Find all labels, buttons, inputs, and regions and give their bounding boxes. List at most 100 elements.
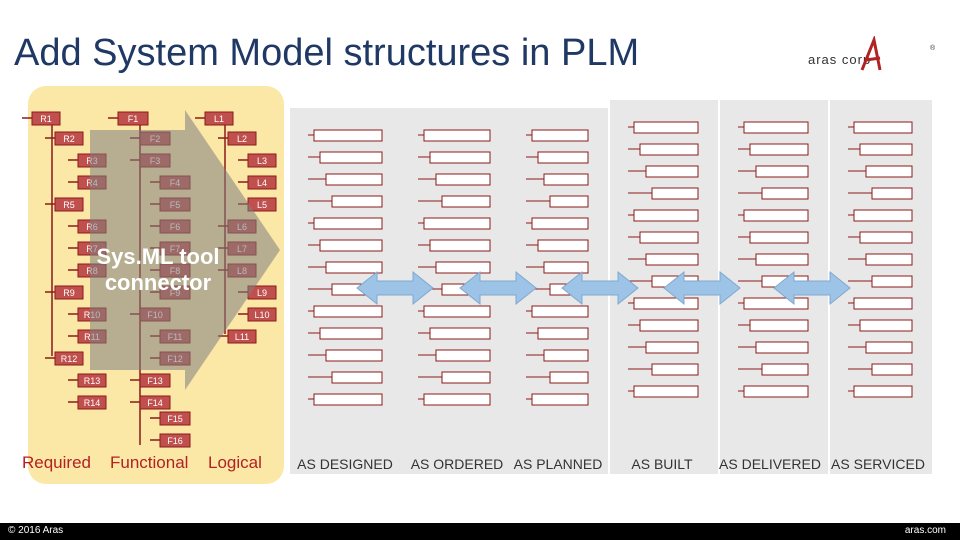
structure-item: [755, 341, 809, 354]
structure-item: [531, 305, 589, 318]
node-label: L3: [257, 156, 267, 166]
structure-item: [429, 151, 491, 164]
structure-item: [859, 231, 913, 244]
structure-item: [639, 143, 699, 156]
structure-item: [543, 173, 589, 186]
node-label: L1: [214, 114, 224, 124]
structure-item: [651, 187, 699, 200]
structure-item: [743, 121, 809, 134]
structure-item: [537, 151, 589, 164]
log-node-l11[interactable]: L11: [218, 329, 257, 344]
structure-item: [761, 187, 809, 200]
log-node-l1[interactable]: L1: [195, 111, 234, 126]
aras-logo: aras corp ®: [800, 34, 940, 76]
node-label: L2: [237, 134, 247, 144]
column-label: AS DESIGNED: [297, 456, 393, 472]
structure-item: [865, 341, 913, 354]
structure-item: [543, 349, 589, 362]
structure-item: [319, 327, 383, 340]
column-label: AS PLANNED: [514, 456, 603, 472]
structure-item: [423, 305, 491, 318]
structure-item: [749, 143, 809, 156]
structure-item: [859, 143, 913, 156]
label-functional: Functional: [110, 453, 188, 472]
structure-item: [531, 393, 589, 406]
sysml-connector-label: connector: [105, 270, 212, 295]
label-required: Required: [22, 453, 91, 472]
page-title: Add System Model structures in PLM: [14, 32, 640, 74]
structure-item: [423, 393, 491, 406]
structure-item: [853, 297, 913, 310]
node-label: F1: [128, 114, 139, 124]
structure-item: [633, 385, 699, 398]
node-label: L9: [257, 288, 267, 298]
column-label: AS SERVICED: [831, 456, 925, 472]
structure-item: [313, 305, 383, 318]
structure-item: [313, 217, 383, 230]
req-node-r13[interactable]: R13: [68, 373, 107, 388]
log-node-l2[interactable]: L2: [218, 131, 257, 146]
structure-item: [651, 363, 699, 376]
req-node-r9[interactable]: R9: [45, 285, 84, 300]
req-node-r12[interactable]: R12: [45, 351, 84, 366]
structure-item: [853, 385, 913, 398]
structure-item: [423, 217, 491, 230]
footer-url: aras.com: [904, 525, 946, 536]
structure-item: [761, 363, 809, 376]
structure-item: [755, 165, 809, 178]
structure-item: [633, 297, 699, 310]
structure-item: [749, 231, 809, 244]
node-label: L10: [254, 310, 269, 320]
func-node-f15[interactable]: F15: [150, 411, 191, 426]
structure-item: [435, 349, 491, 362]
log-node-l4[interactable]: L4: [238, 175, 277, 190]
structure-item: [645, 165, 699, 178]
structure-item: [645, 253, 699, 266]
structure-item: [743, 385, 809, 398]
column-label: AS BUILT: [631, 456, 693, 472]
label-logical: Logical: [208, 453, 262, 472]
structure-item: [319, 151, 383, 164]
structure-item: [441, 195, 491, 208]
structure-item: [743, 297, 809, 310]
func-node-f13[interactable]: F13: [130, 373, 171, 388]
structure-item: [313, 393, 383, 406]
logo-text: aras corp: [808, 52, 871, 67]
structure-item: [639, 319, 699, 332]
structure-item: [423, 129, 491, 142]
logo-mark: ®: [930, 44, 936, 52]
structure-item: [871, 363, 913, 376]
column-label: AS DELIVERED: [719, 456, 821, 472]
structure-item: [633, 209, 699, 222]
func-node-f14[interactable]: F14: [130, 395, 171, 410]
double-arrow-icon: [663, 270, 741, 306]
node-label: F13: [147, 376, 163, 386]
structure-item: [749, 319, 809, 332]
log-node-l3[interactable]: L3: [238, 153, 277, 168]
structure-item: [325, 173, 383, 186]
log-node-l10[interactable]: L10: [238, 307, 277, 322]
node-label: F15: [167, 414, 183, 424]
func-node-f16[interactable]: F16: [150, 433, 191, 448]
node-label: L4: [257, 178, 267, 188]
structure-item: [313, 129, 383, 142]
structure-item: [435, 261, 491, 274]
structure-item: [633, 121, 699, 134]
req-node-r1[interactable]: R1: [22, 111, 61, 126]
column-label: AS ORDERED: [411, 456, 504, 472]
node-label: R12: [61, 354, 78, 364]
req-node-r5[interactable]: R5: [45, 197, 84, 212]
node-label: F14: [147, 398, 163, 408]
req-node-r14[interactable]: R14: [68, 395, 107, 410]
req-node-r2[interactable]: R2: [45, 131, 84, 146]
structure-item: [531, 129, 589, 142]
structure-item: [859, 319, 913, 332]
structure-item: [853, 209, 913, 222]
node-label: R13: [84, 376, 101, 386]
structure-item: [325, 261, 383, 274]
structure-item: [871, 187, 913, 200]
node-label: L11: [235, 332, 249, 342]
func-node-f1[interactable]: F1: [108, 111, 149, 126]
structure-item: [853, 121, 913, 134]
node-label: R5: [63, 200, 75, 210]
